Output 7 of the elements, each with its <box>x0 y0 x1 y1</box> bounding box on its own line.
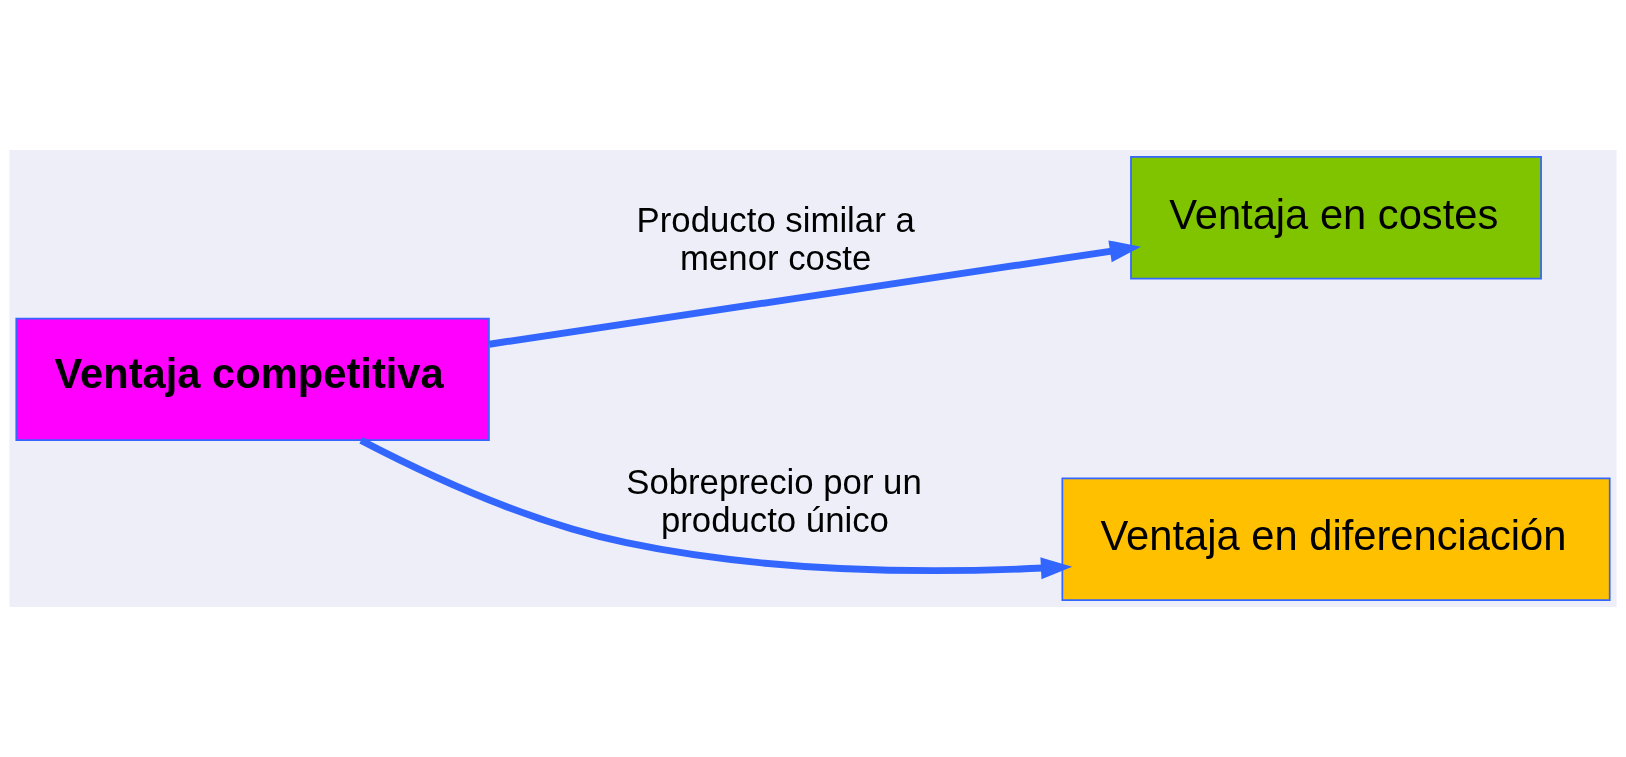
arrow <box>488 240 1142 348</box>
edge-label: Sobreprecio por un producto único <box>626 463 922 540</box>
arrow <box>359 437 1073 580</box>
edge-label: Producto similar a menor coste <box>636 200 915 277</box>
node-box: Ventaja en costes <box>1130 156 1542 280</box>
node-box: Ventaja en diferenciación <box>1061 477 1611 601</box>
node-box: Ventaja competitiva <box>15 317 490 442</box>
